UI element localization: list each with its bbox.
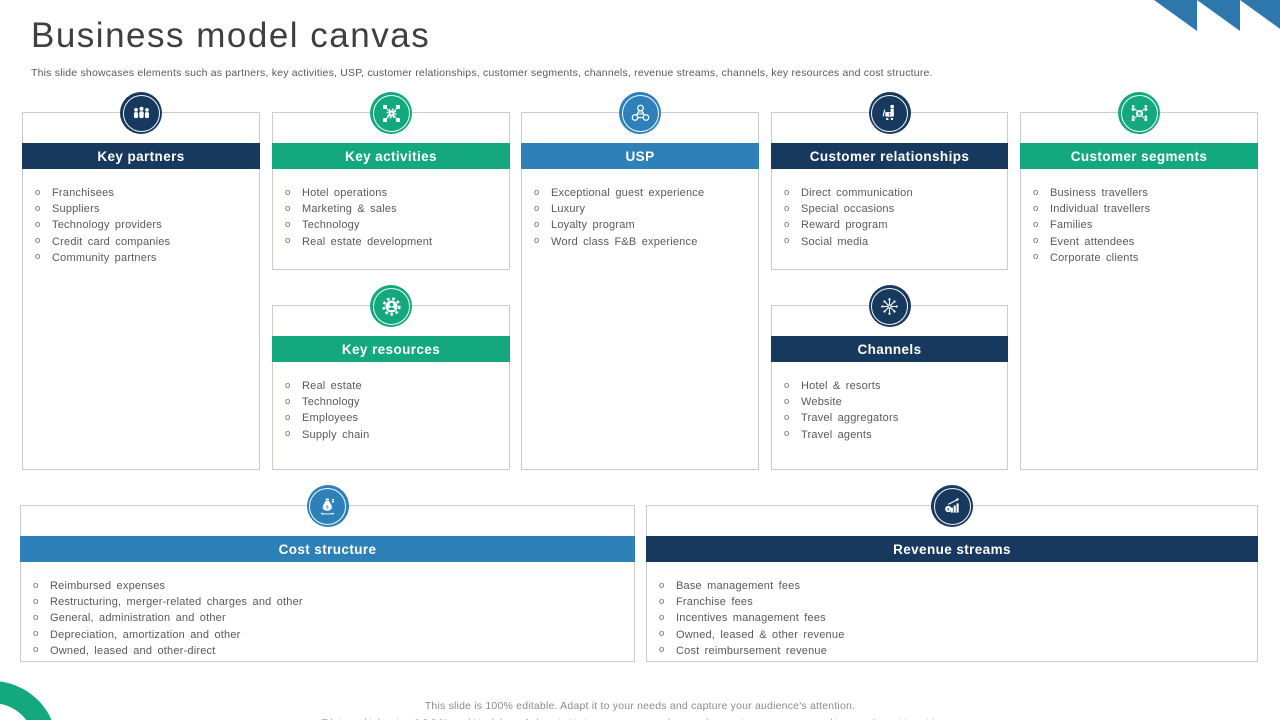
card-item-list: Exceptional guest experienceLuxuryLoyalt… — [522, 173, 754, 250]
list-item: Reimbursed expenses — [21, 577, 630, 594]
page-title: Business model canvas — [31, 16, 431, 55]
activities-gear-icon — [370, 92, 412, 134]
shopper-cart-icon: $ — [868, 92, 911, 134]
usp-network-icon: USP — [619, 92, 661, 134]
card-title: Key activities — [272, 143, 510, 169]
list-item: Suppliers — [23, 201, 255, 217]
list-item: Loyalty program — [522, 217, 754, 233]
list-item: Social media — [772, 233, 1003, 250]
hub-spokes-icon — [868, 285, 911, 327]
card-title: Customer relationships — [771, 143, 1008, 169]
list-item: Franchisees — [23, 184, 255, 201]
footer-note: This slide is 100% editable. Adapt it to… — [424, 700, 856, 712]
svg-text:$: $ — [326, 504, 329, 509]
card-item-list: Reimbursed expensesRestructuring, merger… — [21, 566, 630, 659]
list-item: Real estate development — [273, 233, 505, 250]
list-item: Hotel & resorts — [772, 377, 1003, 394]
card-title: Revenue streams — [646, 536, 1258, 562]
list-item: Event attendees — [1021, 233, 1253, 250]
card-usp: USP USP Exceptional guest experienceLuxu… — [521, 92, 759, 470]
list-item: Real estate — [273, 377, 505, 394]
list-item: Word class F&B experience — [522, 233, 754, 250]
list-item: Technology — [273, 394, 505, 410]
list-item: Technology providers — [23, 217, 255, 233]
sawtooth-triangles-decoration — [1154, 0, 1280, 31]
segments-people-icon — [1118, 92, 1160, 134]
card-item-list: FranchiseesSuppliersTechnology providers… — [23, 173, 255, 266]
list-item: Owned, leased & other revenue — [647, 626, 1253, 643]
list-item: Special occasions — [772, 201, 1003, 217]
svg-text:$: $ — [947, 506, 950, 511]
list-item: Franchise fees — [647, 594, 1253, 610]
list-item: Community partners — [23, 249, 255, 266]
list-item: Families — [1021, 217, 1253, 233]
page-subtitle: This slide showcases elements such as pa… — [31, 67, 933, 79]
list-item: Corporate clients — [1021, 249, 1253, 266]
card-item-list: Business travellersIndividual travellers… — [1021, 173, 1253, 266]
card-item-list: Base management feesFranchise feesIncent… — [647, 566, 1253, 659]
list-item: Exceptional guest experience — [522, 184, 754, 201]
list-item: Restructuring, merger-related charges an… — [21, 594, 630, 610]
list-item: Direct communication — [772, 184, 1003, 201]
list-item: Incentives management fees — [647, 610, 1253, 626]
card-title: Key partners — [22, 143, 260, 169]
list-item: Website — [772, 394, 1003, 410]
svg-text:USP: USP — [637, 111, 645, 115]
partners-icon — [120, 92, 162, 134]
list-item: Employees — [273, 410, 505, 426]
card-title: Channels — [771, 336, 1008, 362]
list-item: Luxury — [522, 201, 754, 217]
resources-gear-person-icon — [370, 285, 412, 327]
card-item-list: Direct communicationSpecial occasionsRew… — [772, 173, 1003, 250]
list-item: Business travellers — [1021, 184, 1253, 201]
card-key-resources: Key resources Real estateTechnologyEmplo… — [272, 285, 510, 470]
card-item-list: Hotel operationsMarketing & salesTechnol… — [273, 173, 505, 250]
card-key-activities: Key activities Hotel operationsMarketing… — [272, 92, 510, 270]
card-title: Key resources — [272, 336, 510, 362]
list-item: Credit card companies — [23, 233, 255, 250]
list-item: Base management fees — [647, 577, 1253, 594]
card-title: Cost structure — [20, 536, 635, 562]
list-item: Owned, leased and other-direct — [21, 642, 630, 659]
list-item: Individual travellers — [1021, 201, 1253, 217]
card-title: Customer segments — [1020, 143, 1258, 169]
list-item: Cost reimbursement revenue — [647, 642, 1253, 659]
list-item: Supply chain — [273, 426, 505, 443]
footer-note-clipped: This slide is 100% editable. Adapt it to… — [0, 717, 1280, 720]
list-item: Hotel operations — [273, 184, 505, 201]
card-customer-segments: Customer segments Business travellersInd… — [1020, 92, 1258, 470]
list-item: Technology — [273, 217, 505, 233]
card-revenue-streams: $ Revenue streams Base management feesFr… — [646, 485, 1258, 662]
card-title: USP — [521, 143, 759, 169]
revenue-chart-coin-icon: $ — [931, 485, 973, 527]
card-item-list: Hotel & resortsWebsiteTravel aggregators… — [772, 366, 1003, 443]
card-channels: Channels Hotel & resortsWebsiteTravel ag… — [771, 285, 1008, 470]
list-item: Travel aggregators — [772, 410, 1003, 426]
card-cost-structure: $ Cost structure Reimbursed expensesRest… — [20, 485, 635, 662]
list-item: General, administration and other — [21, 610, 630, 626]
svg-text:$: $ — [889, 112, 891, 116]
card-customer-relationships: $ Customer relationships Direct communic… — [771, 92, 1008, 270]
card-key-partners: Key partners FranchiseesSuppliersTechnol… — [22, 92, 260, 470]
money-bag-hand-icon: $ — [306, 485, 349, 527]
list-item: Reward program — [772, 217, 1003, 233]
card-item-list: Real estateTechnologyEmployeesSupply cha… — [273, 366, 505, 443]
list-item: Depreciation, amortization and other — [21, 626, 630, 643]
list-item: Marketing & sales — [273, 201, 505, 217]
list-item: Travel agents — [772, 426, 1003, 443]
